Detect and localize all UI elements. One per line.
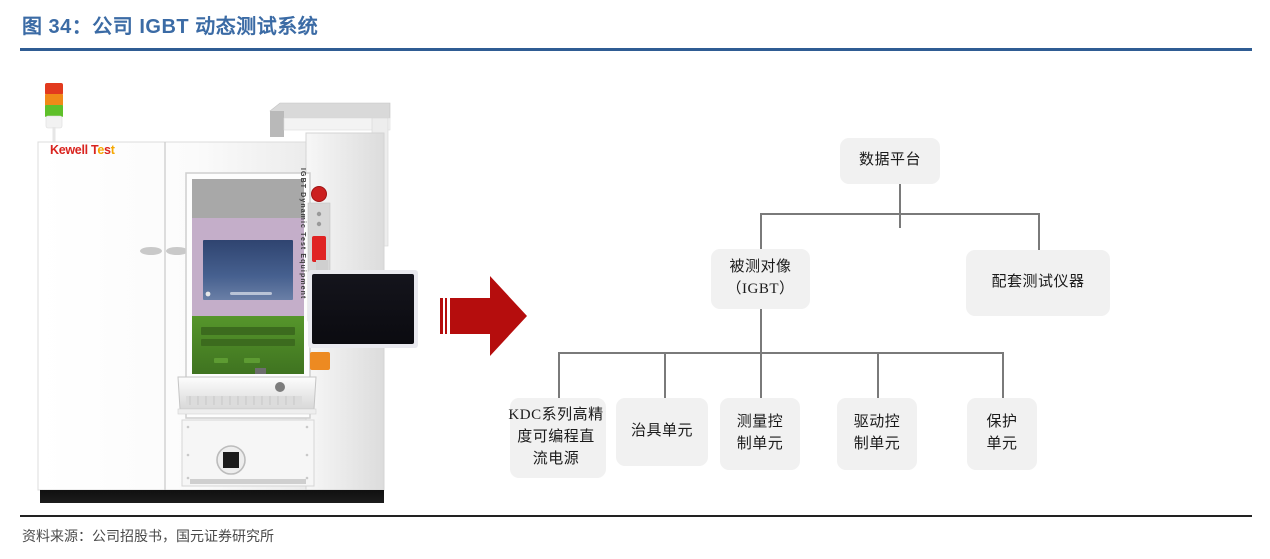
node-data-platform-label: 数据平台 (858, 152, 921, 169)
suspended-monitor (308, 260, 418, 348)
red-indicator (312, 236, 326, 262)
stack-light-icon (45, 83, 63, 149)
node-protection-unit[interactable]: 保护 单元 (967, 398, 1037, 470)
node-measurement-control-unit-label: 测量控 制单元 (736, 414, 784, 452)
connector-tier1-bus (760, 213, 1040, 215)
footer-divider (20, 515, 1252, 517)
connector-to-dut (760, 213, 762, 251)
orange-label (310, 352, 330, 370)
node-dut-igbt[interactable]: 被测对像 （IGBT） (711, 249, 810, 309)
node-drive-control-unit[interactable]: 驱动控 制单元 (837, 398, 917, 470)
node-protection-unit-label: 保护 单元 (986, 414, 1018, 452)
connector-to-instruments (1038, 213, 1040, 251)
node-data-platform[interactable]: 数据平台 (840, 138, 940, 184)
node-kdc-power-supply-label: KDC系列高精 度可编程直 流电源 (508, 407, 604, 467)
flow-arrow (432, 262, 532, 370)
connector-to-unit-4 (877, 352, 879, 398)
page-title: 图 34：公司 IGBT 动态测试系统 (22, 16, 319, 38)
machine-photo: Kewell Test (18, 78, 418, 520)
connector-dut-down (760, 308, 762, 353)
connector-to-unit-2 (664, 352, 666, 398)
machine-photo-svg: Kewell Test (37, 83, 418, 520)
connector-platform-down (899, 180, 901, 228)
brand-logo: Kewell Test (50, 143, 116, 157)
title-divider (20, 48, 1252, 51)
node-dut-igbt-label: 被测对像 （IGBT） (726, 259, 795, 297)
system-architecture-diagram: 数据平台 被测对像 （IGBT） 配套测试仪器 KDC系列高精 度可编程直 流电… (440, 80, 1260, 510)
source-note: 资料来源：公司招股书，国元证券研究所 (22, 530, 274, 545)
flow-arrow-icon (440, 276, 527, 356)
node-drive-control-unit-label: 驱动控 制单元 (853, 414, 901, 452)
connector-to-unit-1 (558, 352, 560, 398)
door-handle-icon (140, 247, 188, 255)
emergency-stop-button (311, 186, 327, 202)
node-kdc-power-supply[interactable]: KDC系列高精 度可编程直 流电源 (508, 398, 606, 478)
node-measurement-control-unit[interactable]: 测量控 制单元 (720, 398, 800, 470)
node-fixture-unit-label: 治具单元 (630, 423, 693, 440)
node-supporting-instruments[interactable]: 配套测试仪器 (966, 250, 1110, 316)
connector-to-unit-5 (1002, 352, 1004, 398)
connector-to-unit-3 (760, 352, 762, 398)
node-supporting-instruments-label: 配套测试仪器 (991, 274, 1085, 291)
side-panel-text: IGBT Dynamic Test Equipment (299, 168, 306, 299)
node-fixture-unit[interactable]: 治具单元 (616, 398, 708, 466)
keyboard-tray (177, 376, 317, 415)
connector-tier2-bus (558, 352, 1002, 354)
